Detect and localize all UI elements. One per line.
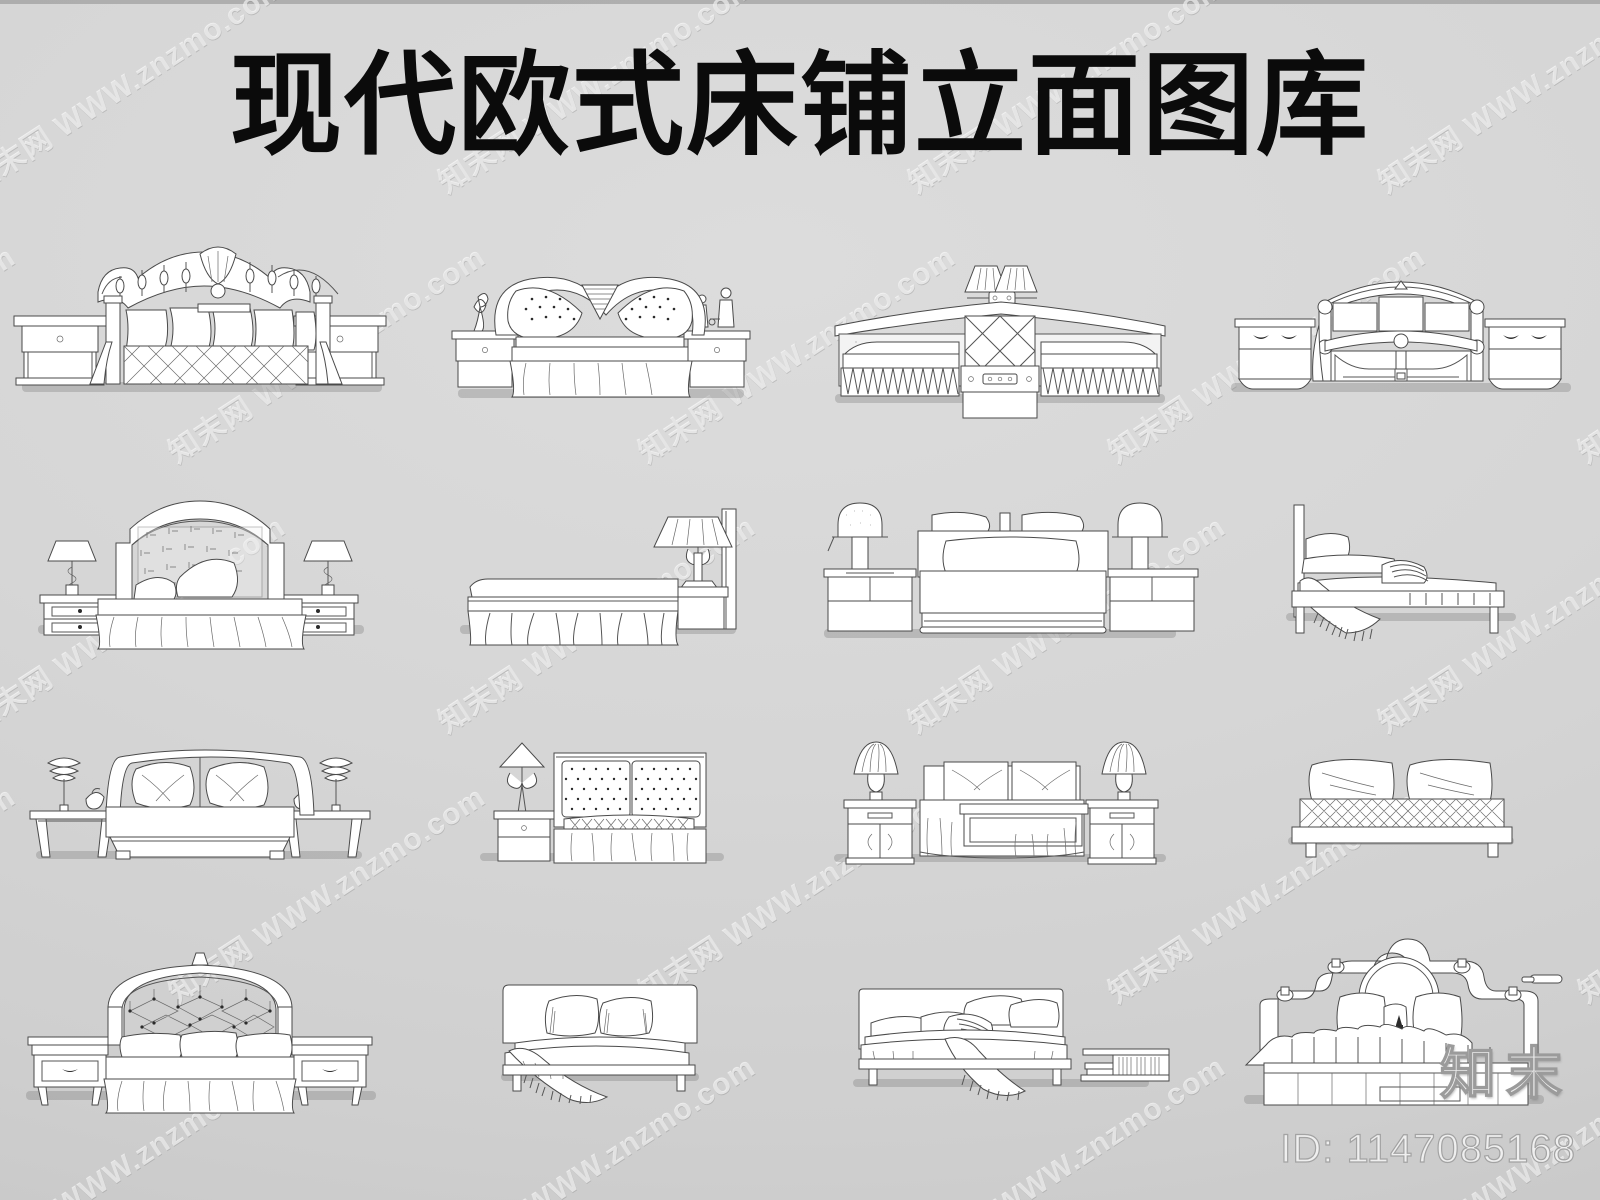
grid-item-ornate-carved-bed-with-nightstands[interactable] (0, 218, 400, 450)
top-edge-bar (0, 0, 1600, 4)
brand-logo: 知末 (1439, 1041, 1572, 1108)
grid-item-modern-bed-with-bookshelf-bench[interactable] (800, 914, 1200, 1146)
grid-item-arched-wood-bed-with-nightstands[interactable] (1200, 218, 1600, 450)
grid-item-modern-minimal-bed-dome-lamps[interactable] (800, 450, 1200, 682)
grid-item-medallion-headboard-bed-finials[interactable] (1200, 914, 1600, 1146)
grid-item-diamond-tufted-arch-bed-nightstands[interactable] (0, 914, 400, 1146)
grid-item-side-view-platform-bed-throw[interactable] (1200, 450, 1600, 682)
grid-item-butterfly-tufted-headboard-bed[interactable] (400, 218, 800, 450)
page-title: 现代欧式床铺立面图库 (230, 41, 1370, 171)
grid-item-arched-tufted-bed-with-table-lamps[interactable] (0, 450, 400, 682)
brand-id-label: ID: 1147085168 (1280, 1126, 1576, 1171)
grid-item-dotted-tufted-panel-bed-cone-lamp[interactable] (400, 682, 800, 914)
grid-item-skirted-bed-pleated-lamps-cabinets[interactable] (800, 682, 1200, 914)
grid-item-platform-bed-crosshatch-mattress[interactable] (1200, 682, 1600, 914)
bed-elevation-grid (0, 218, 1600, 1148)
grid-item-twin-beds-shared-headboard-wall-lamps[interactable] (800, 218, 1200, 450)
grid-item-curved-headboard-bed-ph-lamps[interactable] (0, 682, 400, 914)
grid-item-side-view-skirted-bed-with-lamp[interactable] (400, 450, 800, 682)
grid-item-simple-headboard-bed-throw[interactable] (400, 914, 800, 1146)
